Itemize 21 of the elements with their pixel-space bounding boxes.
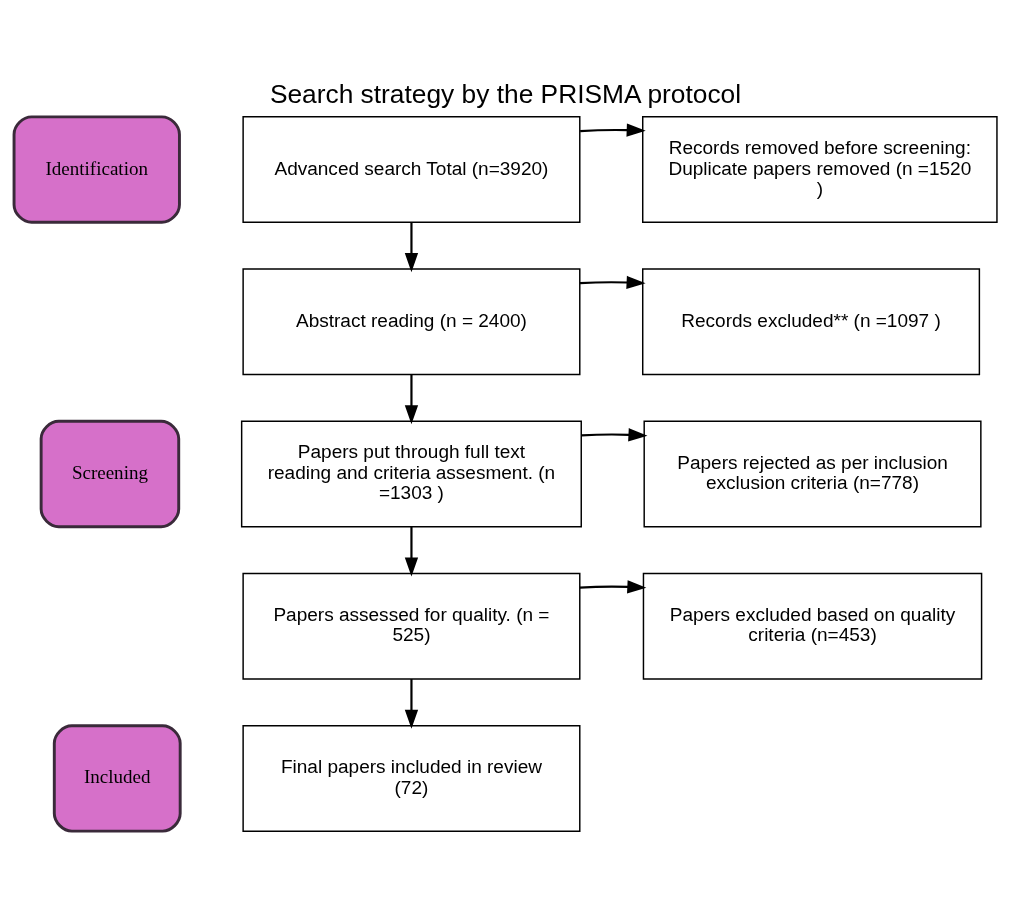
arrow bbox=[581, 427, 648, 441]
arrow bbox=[404, 678, 419, 729]
node-box: Papers excluded based on quality criteria (n=453) bbox=[642, 572, 983, 680]
node-box: Advanced search Total (n=3920) bbox=[242, 115, 581, 223]
diagram-title: Search strategy by the PRISMA protocol bbox=[269, 78, 742, 109]
arrow bbox=[404, 526, 419, 577]
node-box: Identification bbox=[12, 114, 181, 224]
node-box: Abstract reading (n = 2400) bbox=[242, 267, 581, 375]
arrow bbox=[404, 374, 419, 424]
arrow bbox=[404, 221, 419, 272]
arrow bbox=[579, 275, 646, 289]
node-box: Papers rejected as per inclusion exclusion criteria (n=778) bbox=[643, 420, 982, 527]
node-box: Included bbox=[52, 723, 182, 833]
node-box: Papers assessed for quality. (n = 525) bbox=[242, 572, 581, 680]
node-box: Papers put through full text reading and criteria assesment. (n =1303 ) bbox=[240, 420, 582, 527]
node-box: Records removed before screening: Duplicate papers removed (n =1520 ) bbox=[642, 115, 998, 223]
node-box: Final papers included in review (72) bbox=[242, 724, 581, 832]
arrow bbox=[579, 579, 647, 594]
node-box: Screening bbox=[39, 419, 181, 528]
node-box: Records excluded** (n =1097 ) bbox=[642, 267, 981, 375]
arrow bbox=[580, 122, 646, 137]
